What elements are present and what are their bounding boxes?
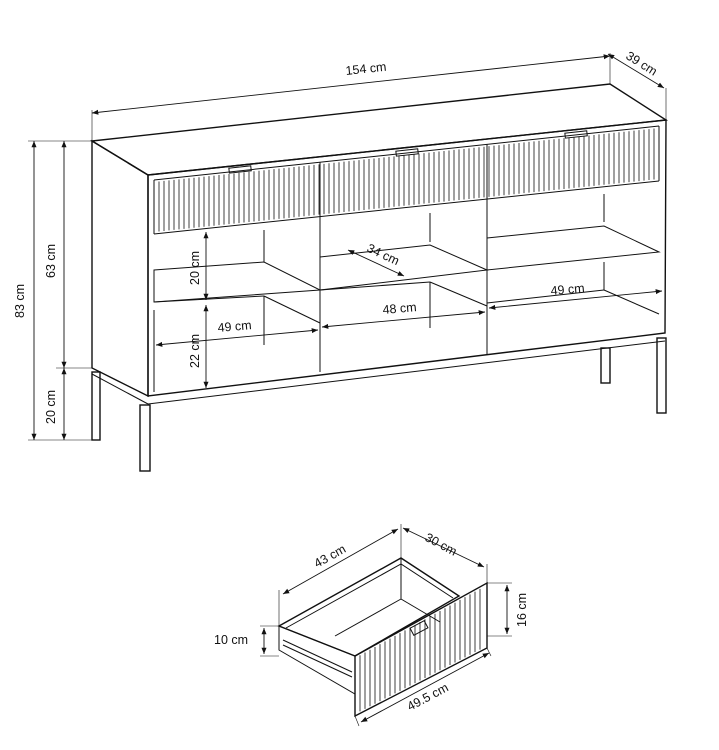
dim-upper-shelf-label: 20 cm <box>188 251 202 285</box>
dim-width-label: 154 cm <box>345 60 387 78</box>
leg-back-left <box>91 371 101 441</box>
drawer-depth-label: 43 cm <box>312 542 349 571</box>
drawer-front-height-label: 16 cm <box>515 593 529 627</box>
leg-front-left <box>139 404 151 472</box>
drawer-fluting <box>158 128 655 232</box>
dim-middle-width-label: 48 cm <box>382 300 417 317</box>
sideboard: 154 cm 39 cm 83 cm 63 cm 20 cm 20 cm 22 … <box>13 49 669 472</box>
sideboard-side <box>91 139 149 398</box>
dim-inner-depth-label: 34 cm <box>365 241 402 268</box>
drawer-front-width-label: 49.5 cm <box>405 680 451 713</box>
drawer: 43 cm 30 cm 16 cm 10 cm 49.5 cm <box>214 524 529 727</box>
sideboard-front <box>147 119 667 397</box>
leg-front-right <box>656 337 667 414</box>
drawer-row <box>153 125 660 235</box>
drawer-front-handle <box>409 620 429 636</box>
leg-back-right <box>600 347 611 384</box>
dim-right-width-label: 49 cm <box>550 281 585 298</box>
dim-leg-height-label: 20 cm <box>44 390 58 424</box>
drawer-box <box>277 557 461 657</box>
drawer-box-height-label: 10 cm <box>214 633 248 647</box>
drawer-handle-right <box>564 130 588 139</box>
dim-left-width-label: 49 cm <box>217 318 252 335</box>
drawer-handle-left <box>228 165 252 174</box>
sideboard-legs <box>91 337 667 472</box>
drawer-width-label: 30 cm <box>423 530 460 558</box>
dim-total-height-label: 83 cm <box>13 284 27 318</box>
dim-body-height-label: 63 cm <box>44 244 58 278</box>
dim-lower-shelf-label: 22 cm <box>188 334 202 368</box>
drawer-handle-middle <box>395 148 419 157</box>
